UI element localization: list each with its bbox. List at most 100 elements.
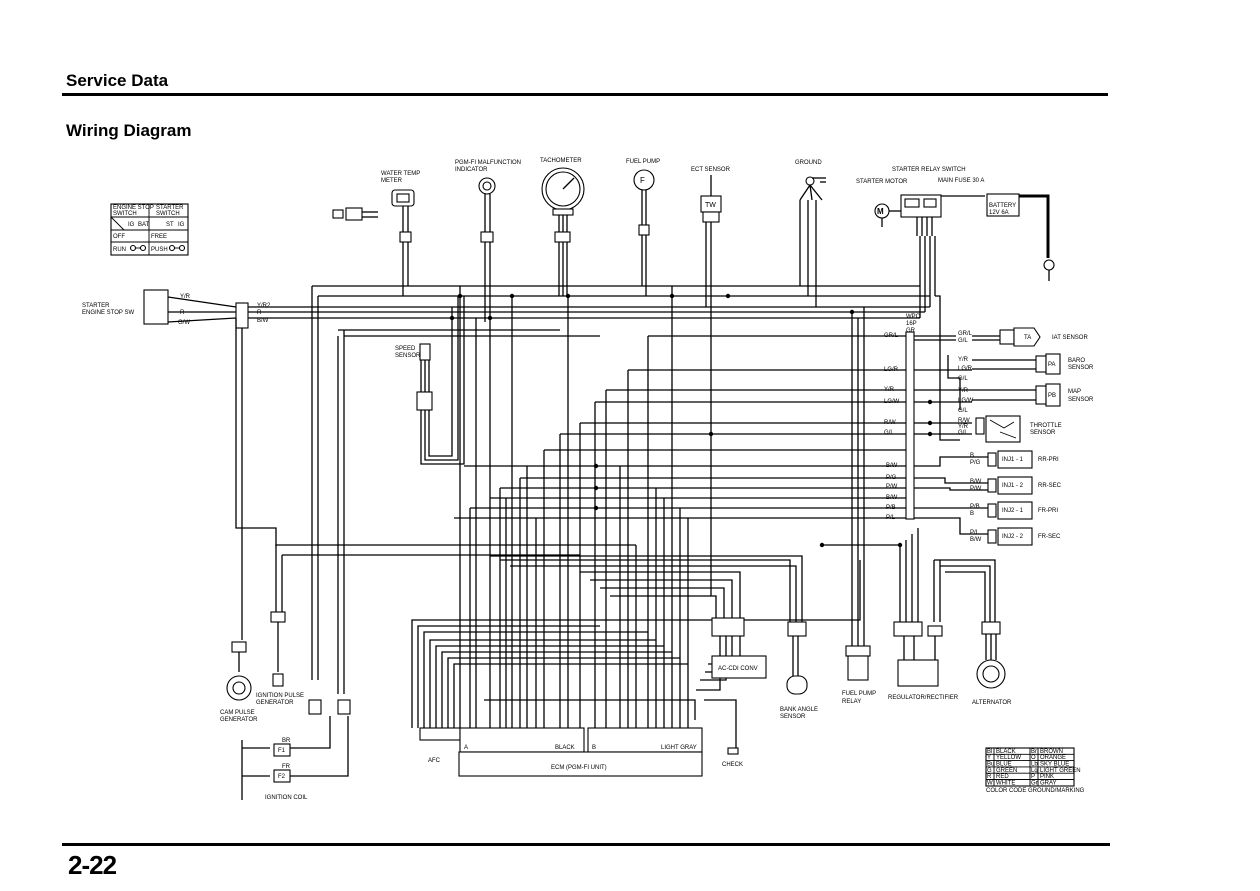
tachometer: TACHOMETER [540,158,585,243]
battery-label: BATTERY [989,203,1016,209]
regulator-rectifier: REGULATOR/RECTIFIER [888,621,959,701]
svg-text:STARTER MOTOR: STARTER MOTOR [856,179,908,185]
svg-text:GREEN: GREEN [996,768,1017,774]
svg-text:BLACK: BLACK [555,745,575,751]
page-title: Wiring Diagram [66,121,192,140]
svg-text:BANK ANGLE: BANK ANGLE [780,707,818,713]
svg-text:Y/R: Y/R [958,424,969,430]
svg-text:ORANGE: ORANGE [1040,755,1066,761]
svg-text:CAM PULSE: CAM PULSE [220,710,255,716]
wpc-16p-connector: WPC 16P GR GR/L LG/R Y/R LG/W R/W G/L B/… [884,314,921,521]
svg-text:GROUND: GROUND [795,160,822,166]
wire-harness [235,200,996,800]
switch-table-col2: STARTER [156,205,184,211]
svg-text:SENSOR: SENSOR [1030,430,1056,436]
svg-text:GENERATOR: GENERATOR [220,717,258,723]
svg-text:F1: F1 [278,748,286,754]
svg-text:O: O [1031,755,1036,761]
switch-table-col1: ENGINE STOP [113,205,154,211]
speed-sensor: SPEED SENSOR [395,343,433,411]
svg-text:WATER TEMP: WATER TEMP [381,171,420,177]
switch-table: ENGINE STOP SWITCH STARTER SWITCH IG BAT… [110,203,189,256]
svg-text:ST: ST [166,222,174,228]
svg-text:B/W: B/W [970,479,982,485]
svg-text:OFF: OFF [113,234,125,240]
svg-text:LG/W: LG/W [958,398,974,404]
svg-text:PUSH: PUSH [151,247,168,253]
svg-text:Y: Y [987,755,991,761]
page-number: 2-22 [68,850,117,880]
svg-text:ALTERNATOR: ALTERNATOR [972,700,1012,706]
svg-text:A: A [464,745,468,751]
ground-point: GROUND [795,160,826,201]
svg-text:RELAY: RELAY [842,699,861,705]
header-rule [62,93,1108,96]
svg-text:Lb: Lb [1031,762,1038,768]
svg-text:YELLOW: YELLOW [996,755,1021,761]
ignition-pulse-generator: IGNITION PULSE GENERATOR [256,611,304,706]
svg-text:TA: TA [1024,335,1031,341]
svg-text:ENGINE STOP SW: ENGINE STOP SW [82,310,134,316]
svg-text:P/G: P/G [970,460,981,466]
svg-text:M: M [877,207,884,216]
pgm-fi-indicator: PGM-FI MALFUNCTION INDICATOR [455,160,521,243]
svg-text:PGM-FI MALFUNCTION: PGM-FI MALFUNCTION [455,160,521,166]
svg-text:METER: METER [381,178,403,184]
svg-text:BLUE: BLUE [996,762,1012,768]
svg-text:F2: F2 [278,774,286,780]
svg-text:Y/R: Y/R [958,388,969,394]
svg-text:SENSOR: SENSOR [395,353,421,359]
svg-text:SWITCH: SWITCH [156,211,180,217]
ecm-unit: AFC A BLACK B LIGHT GRAY ECM (PGM-FI UNI… [419,727,743,777]
svg-text:BROWN: BROWN [1040,749,1063,755]
svg-text:P/L: P/L [970,530,980,536]
svg-text:MAIN FUSE 30 A: MAIN FUSE 30 A [938,178,984,184]
svg-text:LIGHT GRAY: LIGHT GRAY [661,745,697,751]
svg-text:STARTER RELAY SWITCH: STARTER RELAY SWITCH [892,167,966,173]
svg-text:WHITE: WHITE [996,780,1015,786]
inj1-1-code: INJ1 - 1 [1002,457,1024,463]
svg-text:G/L: G/L [884,430,894,436]
color-code-caption: COLOR CODE GROUND/MARKING [986,788,1085,794]
svg-text:16P: 16P [906,321,917,327]
svg-text:RED: RED [996,774,1009,780]
inj1-2-label: RR-SEC [1038,483,1062,489]
svg-text:P/W: P/W [970,486,982,492]
svg-text:MAP: MAP [1068,389,1081,395]
starter-engine-stop-switch: STARTER ENGINE STOP SW Y/R R G/W Y/R2 R … [82,289,271,329]
fuel-pump: FUEL PUMP F [626,159,660,236]
ect-sensor: ECT SENSOR TW [691,167,731,238]
map-sensor: Y/R LG/W G/L PB MAP SENSOR [958,383,1094,414]
inj1-1-label: RR-PRI [1038,457,1059,463]
svg-text:BLACK: BLACK [996,749,1016,755]
svg-text:B: B [970,511,974,517]
svg-text:R: R [257,310,262,316]
fuel-pump-relay: FUEL PUMP RELAY [842,645,876,705]
svg-text:LG/R: LG/R [958,366,973,372]
svg-text:ECT SENSOR: ECT SENSOR [691,167,731,173]
svg-text:B: B [970,453,974,459]
injectors: B P/G B/W P/W P/B B P/L B/W INJ1 - 1 RR-… [970,450,1062,546]
svg-text:SPEED: SPEED [395,346,416,352]
svg-text:Bu: Bu [987,762,994,768]
svg-text:F: F [640,176,645,185]
footer-rule [62,843,1110,846]
svg-text:Y/R: Y/R [180,294,191,300]
svg-text:BARO: BARO [1068,358,1085,364]
svg-text:W: W [987,780,993,786]
svg-text:Y/R: Y/R [958,357,969,363]
bank-angle-sensor: BANK ANGLE SENSOR [780,621,818,720]
svg-text:P: P [1031,774,1035,780]
svg-text:SENSOR: SENSOR [1068,397,1094,403]
svg-text:FUEL PUMP: FUEL PUMP [626,159,660,165]
section-title: Service Data [66,71,169,90]
svg-text:Bl: Bl [987,749,992,755]
svg-text:R: R [987,774,992,780]
svg-text:PB: PB [1048,393,1056,399]
color-code-table: Bl BLACK Br BROWN Y YELLOW O ORANGE Bu B… [985,747,1085,794]
svg-text:TW: TW [705,202,716,209]
svg-text:IGNITION COIL: IGNITION COIL [265,795,308,801]
inj1-2-code: INJ1 - 2 [1002,483,1024,489]
svg-text:Y/R2: Y/R2 [257,303,271,309]
